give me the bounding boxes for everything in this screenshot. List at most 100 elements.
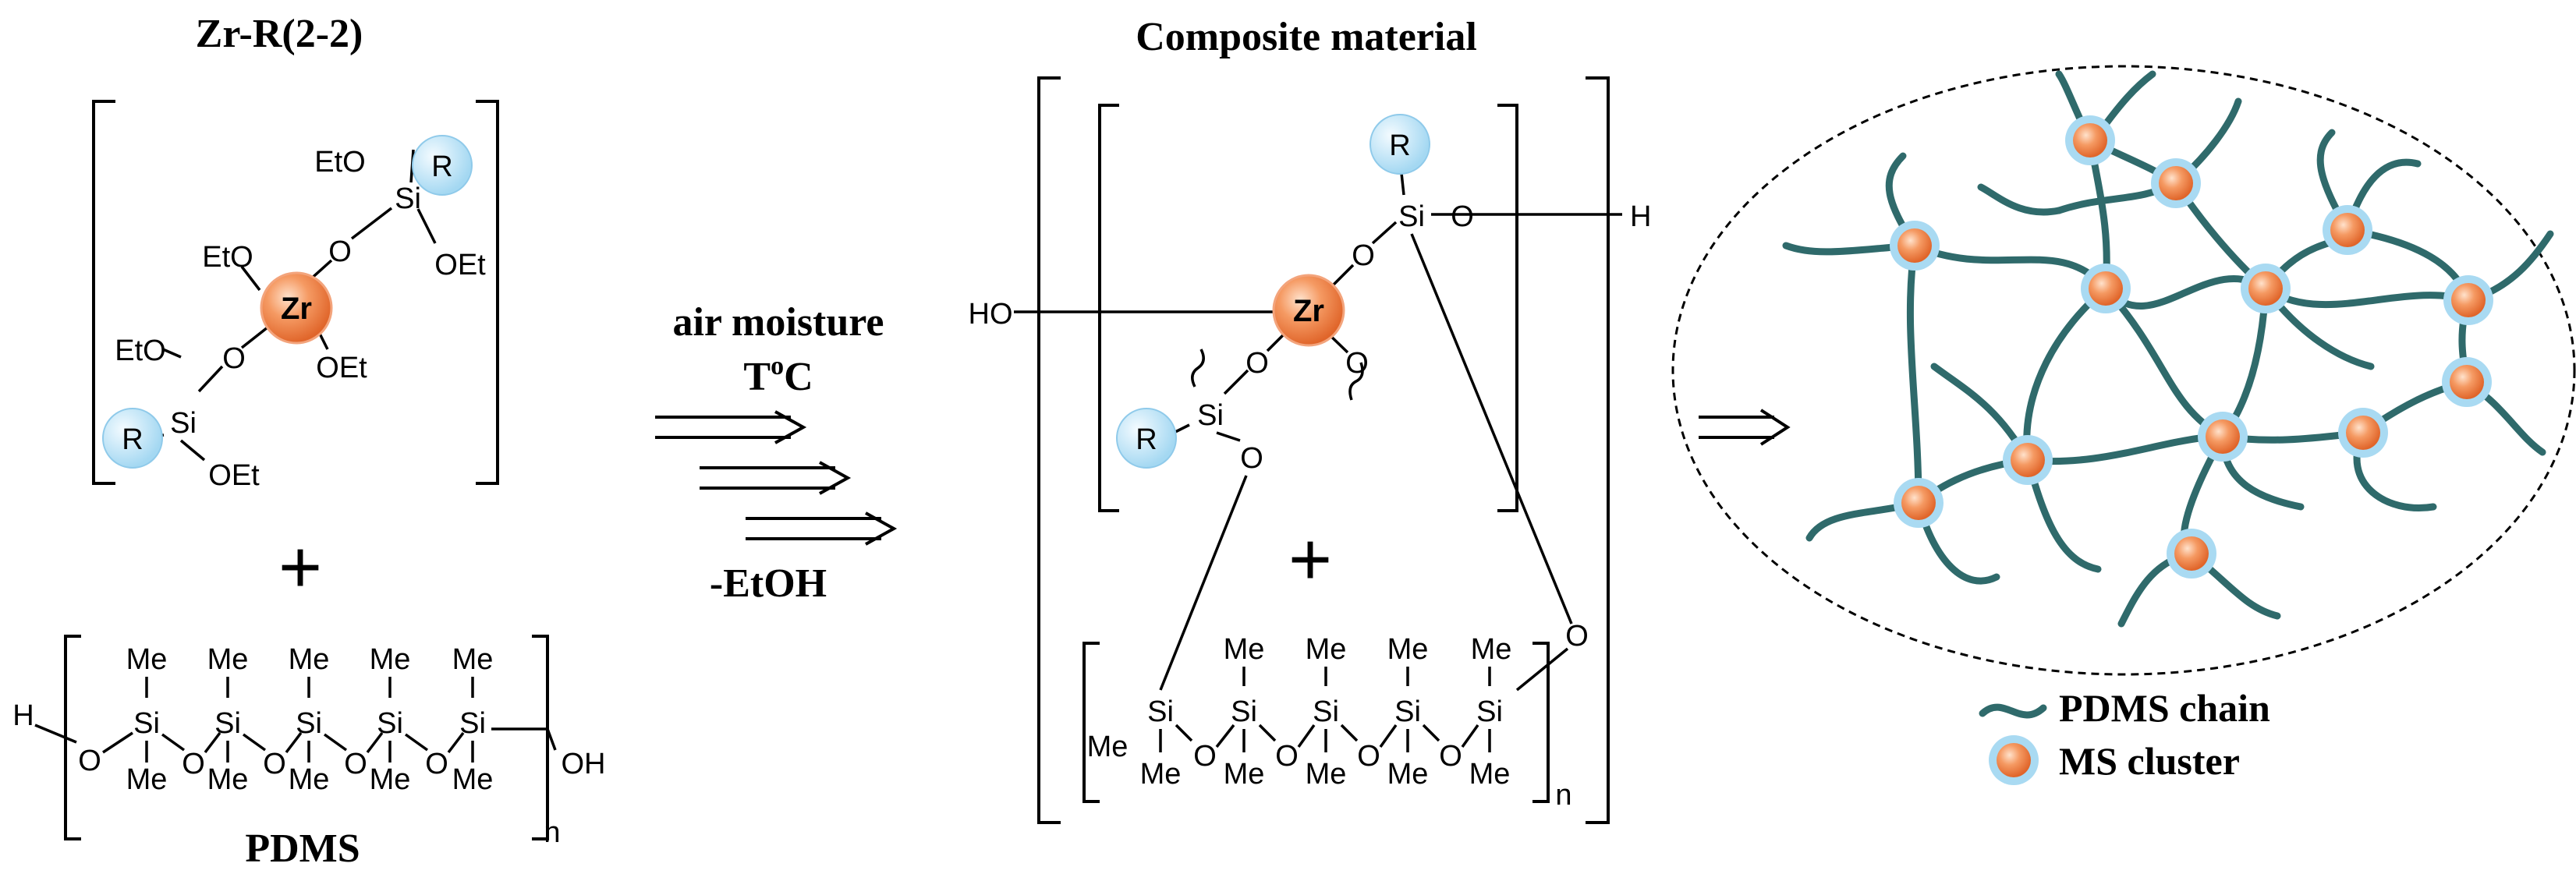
- pdms-chains: [1782, 70, 2554, 628]
- ms-cluster: [2241, 264, 2291, 313]
- svg-text:Si: Si: [133, 707, 160, 740]
- svg-text:Si: Si: [459, 707, 486, 740]
- svg-text:Si: Si: [1197, 399, 1224, 432]
- svg-text:Si: Si: [296, 707, 322, 740]
- zr-precursor-title: Zr-R(2-2): [196, 12, 363, 56]
- svg-text:O: O: [78, 745, 101, 777]
- svg-text:Si: Si: [377, 707, 403, 740]
- reaction-arrows: [655, 410, 898, 546]
- right-bracket: [476, 100, 499, 485]
- svg-text:Me: Me: [1306, 758, 1347, 791]
- svg-text:O: O: [182, 748, 205, 780]
- composite-title: Composite material: [1136, 15, 1477, 59]
- pdms-label: PDMS: [245, 826, 360, 871]
- svg-text:O: O: [263, 748, 286, 780]
- ms-cluster: [2167, 529, 2216, 579]
- svg-text:O: O: [425, 748, 448, 780]
- svg-text:OH: OH: [562, 748, 606, 780]
- legend-chain-swatch: [1979, 703, 2047, 719]
- svg-text:O: O: [1275, 740, 1299, 773]
- svg-text:O: O: [1565, 620, 1589, 653]
- svg-text:O: O: [222, 342, 246, 375]
- network-boundary: [1671, 65, 2576, 676]
- svg-text:Me: Me: [1224, 758, 1265, 791]
- svg-text:H: H: [1630, 200, 1651, 233]
- svg-text:O: O: [1357, 740, 1380, 773]
- svg-text:Me: Me: [1469, 758, 1511, 791]
- svg-text:n: n: [1555, 779, 1571, 812]
- svg-text:Me: Me: [1224, 633, 1265, 666]
- svg-text:O: O: [1451, 200, 1474, 233]
- svg-text:Si: Si: [395, 182, 421, 215]
- left-bracket: [92, 100, 115, 485]
- svg-text:HO: HO: [969, 298, 1013, 331]
- r-group-bottom: [102, 408, 163, 469]
- r-group-composite-bottom: [1116, 408, 1177, 469]
- svg-text:Me: Me: [452, 763, 494, 796]
- plus-sign-left: +: [278, 525, 322, 609]
- svg-text:R: R: [122, 423, 143, 456]
- svg-text:R: R: [1136, 423, 1157, 456]
- pdms-structure-left: H O Si Me Me O Si Me Me O Si Me Me O Si …: [12, 635, 606, 849]
- svg-text:Me: Me: [370, 763, 411, 796]
- plus-sign-right: +: [1288, 518, 1332, 601]
- svg-text:O: O: [1352, 239, 1375, 272]
- legend-cluster-swatch: [1989, 735, 2039, 785]
- wavy-bond-right: [1348, 362, 1364, 401]
- svg-text:R: R: [1389, 129, 1410, 162]
- svg-text:OEt: OEt: [434, 249, 486, 281]
- ms-cluster: [2442, 357, 2492, 407]
- svg-text:O: O: [1193, 740, 1217, 773]
- svg-text:Me: Me: [370, 643, 411, 676]
- condition-byproduct: -EtOH: [710, 561, 827, 606]
- r-group-top: [412, 135, 473, 196]
- svg-text:Me: Me: [1087, 731, 1129, 763]
- ms-cluster: [1890, 221, 1940, 271]
- svg-text:EtO: EtO: [202, 241, 253, 274]
- svg-text:O: O: [1245, 347, 1269, 380]
- condition-temperature: ToC: [743, 352, 813, 399]
- legend-cluster-label: MS cluster: [2059, 739, 2240, 783]
- pdms-structure-right: Si Me Me O Si Me Me O Si Me Me O Si Me M…: [1082, 633, 1572, 812]
- svg-text:n: n: [544, 816, 560, 849]
- ms-clusters: [1890, 115, 2493, 579]
- legend-chain-label: PDMS chain: [2059, 686, 2270, 730]
- implies-arrow: [1699, 409, 1791, 446]
- svg-text:EtO: EtO: [314, 146, 365, 179]
- zr-atom: [260, 271, 333, 345]
- svg-text:Si: Si: [1313, 695, 1339, 728]
- svg-text:Si: Si: [1476, 695, 1503, 728]
- svg-text:Si: Si: [214, 707, 241, 740]
- svg-text:Me: Me: [207, 643, 249, 676]
- ms-cluster: [2198, 412, 2248, 462]
- svg-text:Me: Me: [1387, 633, 1429, 666]
- svg-text:O: O: [328, 235, 352, 268]
- zr-label: Zr: [281, 292, 312, 326]
- svg-text:Me: Me: [1471, 633, 1512, 666]
- svg-text:Zr: Zr: [1293, 294, 1324, 328]
- ms-cluster: [2065, 115, 2115, 165]
- ms-cluster: [2003, 435, 2053, 485]
- svg-text:Me: Me: [1140, 758, 1182, 791]
- svg-text:R: R: [431, 150, 452, 183]
- svg-text:Me: Me: [126, 763, 168, 796]
- legend: PDMS chain MS cluster: [1979, 686, 2270, 785]
- svg-text:Si: Si: [1398, 200, 1425, 233]
- svg-text:Me: Me: [207, 763, 249, 796]
- r-group-composite-top: [1369, 114, 1430, 175]
- zr-atom-composite: [1272, 274, 1345, 347]
- svg-text:Si: Si: [170, 407, 197, 440]
- svg-text:Si: Si: [1394, 695, 1421, 728]
- ms-cluster: [2338, 408, 2388, 458]
- svg-text:Me: Me: [1306, 633, 1347, 666]
- svg-text:Me: Me: [1387, 758, 1429, 791]
- ms-cluster: [2443, 275, 2493, 325]
- ms-cluster: [2081, 264, 2131, 313]
- ms-cluster: [1894, 478, 1944, 528]
- svg-text:Me: Me: [126, 643, 168, 676]
- zr-precursor-structure: Zr R R O Si EtO OEt EtO OEt O Si EtO OEt: [92, 100, 499, 492]
- svg-text:O: O: [1345, 347, 1369, 380]
- wavy-bond-left: [1191, 349, 1205, 387]
- svg-text:Me: Me: [289, 763, 330, 796]
